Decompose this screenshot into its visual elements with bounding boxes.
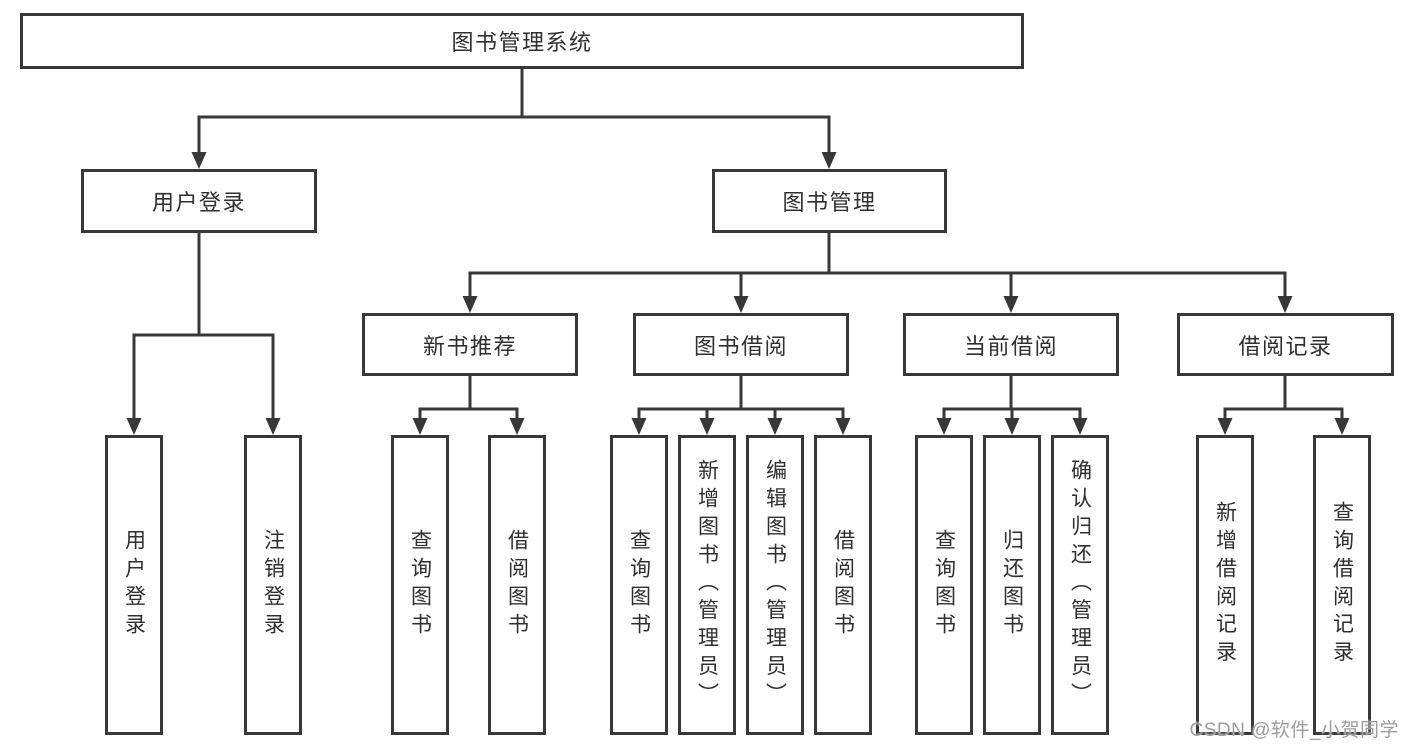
arrow-icon	[821, 152, 837, 169]
arrowheads	[126, 152, 1350, 435]
arrow-icon	[936, 418, 952, 435]
connector-new-book-bar	[418, 407, 519, 421]
arrow-icon	[1277, 296, 1293, 313]
arrow-icon	[462, 296, 478, 313]
leaf-label: 新增借阅记录	[1213, 501, 1237, 669]
leaf-br-query-record: 查询借阅记录	[1313, 435, 1371, 735]
connector-book-borrow-bar	[637, 407, 845, 421]
leaf-label: 查询图书	[408, 529, 432, 641]
node-current-borrow: 当前借阅	[903, 313, 1119, 376]
connector-borrow-record-bar	[1223, 407, 1344, 421]
leaf-nbr-query-book: 查询图书	[391, 435, 449, 735]
leaf-bb-add-book-admin: 新增图书（管理员）	[678, 435, 736, 735]
arrow-icon	[509, 418, 525, 435]
leaf-label: 用户登录	[122, 529, 146, 641]
arrow-icon	[1334, 418, 1350, 435]
leaf-cb-return-book: 归还图书	[983, 435, 1041, 735]
leaf-cb-confirm-return-admin: 确认归还（管理员）	[1051, 435, 1109, 735]
arrow-icon	[699, 418, 715, 435]
node-book-borrow: 图书借阅	[633, 313, 849, 376]
leaf-label: 编辑图书（管理员）	[763, 459, 787, 711]
leaf-bb-query-book: 查询图书	[610, 435, 668, 735]
connector-level3-bar	[468, 271, 1287, 299]
arrow-icon	[412, 418, 428, 435]
leaf-label: 借阅图书	[505, 529, 529, 641]
leaf-bb-edit-book-admin: 编辑图书（管理员）	[746, 435, 804, 735]
connector-level2-bar	[197, 115, 831, 154]
leaf-label: 新增图书（管理员）	[695, 459, 719, 711]
arrow-icon	[835, 418, 851, 435]
csdn-watermark: CSDN @软件_小贺同学	[1189, 720, 1399, 741]
arrow-icon	[126, 418, 142, 435]
leaf-bb-borrow-book: 借阅图书	[814, 435, 872, 735]
arrow-icon	[191, 152, 207, 169]
leaf-cb-query-book: 查询图书	[915, 435, 973, 735]
leaf-label: 借阅图书	[831, 529, 855, 641]
arrow-icon	[733, 296, 749, 313]
leaf-nbr-borrow-book: 借阅图书	[488, 435, 546, 735]
arrow-icon	[767, 418, 783, 435]
leaf-label: 确认归还（管理员）	[1068, 459, 1092, 711]
arrow-icon	[631, 418, 647, 435]
connector-user-login-bar	[132, 333, 275, 421]
arrow-icon	[1217, 418, 1233, 435]
arrow-icon	[1072, 418, 1088, 435]
node-borrow-record: 借阅记录	[1177, 313, 1394, 376]
arrow-icon	[1003, 296, 1019, 313]
leaf-label: 查询图书	[627, 529, 651, 641]
leaf-label: 查询借阅记录	[1330, 501, 1354, 669]
leaf-label: 归还图书	[1000, 529, 1024, 641]
arrow-icon	[1004, 418, 1020, 435]
node-book-management: 图书管理	[712, 169, 947, 233]
arrow-icon	[265, 418, 281, 435]
node-new-book-recommend: 新书推荐	[362, 313, 578, 376]
node-library-system: 图书管理系统	[20, 13, 1024, 69]
leaf-label: 查询图书	[932, 529, 956, 641]
leaf-br-add-record: 新增借阅记录	[1196, 435, 1254, 735]
node-user-login: 用户登录	[81, 169, 317, 233]
leaf-user-login: 用户登录	[105, 435, 163, 735]
leaf-logout: 注销登录	[244, 435, 302, 735]
leaf-label: 注销登录	[261, 529, 285, 641]
